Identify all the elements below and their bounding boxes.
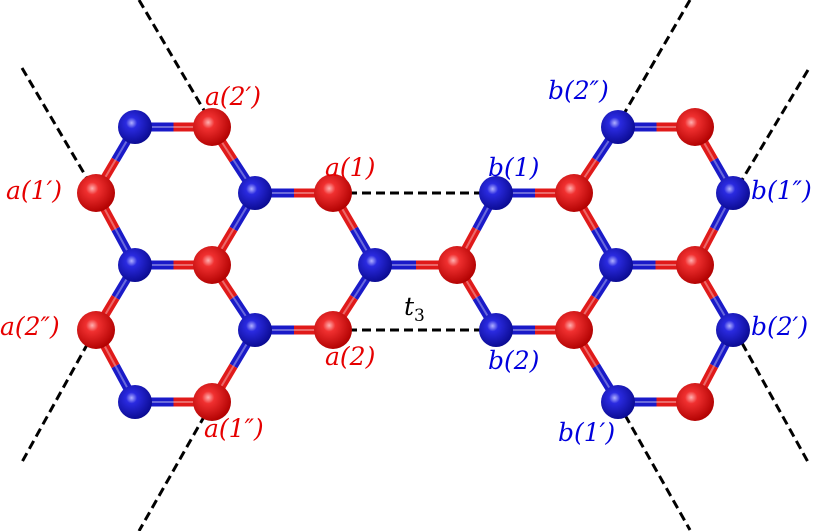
label-a2: a(2) [325,342,376,371]
dashed-line [137,414,207,531]
blue-atom-b [479,176,513,210]
blue-atom-b [716,176,750,210]
hopping-subscript: 3 [414,306,425,326]
dashed-line [740,69,810,181]
red-atom-a [77,174,115,212]
blue-atom-b [118,385,152,419]
dashed-line [137,0,207,113]
red-atom-a [314,311,352,349]
bonds [92,122,737,407]
red-atom-a [193,108,231,146]
label-b1-double-prime: b(1″) [751,176,812,205]
hopping-symbol: t [404,292,415,321]
boundary-dashed-lines [20,0,810,531]
label-b2-double-prime: b(2″) [548,76,609,105]
blue-atom-b [238,176,272,210]
blue-atom-b [599,248,633,282]
red-atom-a [77,311,115,349]
red-atom-a [676,383,714,421]
blue-atom-b [479,313,513,347]
label-a1-double-prime: a(1″) [204,414,264,443]
red-atom-a [676,108,714,146]
label-b1: b(1) [488,153,540,182]
red-atom-a [193,246,231,284]
dashed-line [623,0,692,113]
label-a2-double-prime: a(2″) [0,312,60,341]
label-b2-prime: b(2′) [751,312,809,341]
label-b1-prime: b(1′) [558,418,616,447]
red-atom-a [555,174,593,212]
label-a1: a(1) [325,153,376,182]
label-a1-prime: a(1′) [6,176,62,205]
dashed-line [20,67,90,181]
blue-atom-b [358,248,392,282]
blue-atom-b [601,385,635,419]
red-atom-a [555,311,593,349]
red-atom-a [314,174,352,212]
label-a2-prime: a(2′) [205,82,261,111]
dashed-line [20,342,90,463]
blue-atom-b [238,313,272,347]
blue-atom-b [601,110,635,144]
red-atom-a [438,246,476,284]
hopping-label-t3: t3 [404,292,425,326]
label-b2: b(2) [488,346,540,375]
red-atom-a [676,246,714,284]
blue-atom-b [716,313,750,347]
red-atom-a [193,383,231,421]
blue-atom-b [118,110,152,144]
dashed-line [740,342,810,463]
blue-atom-b [118,248,152,282]
atoms [77,108,750,421]
dashed-line [623,414,692,531]
